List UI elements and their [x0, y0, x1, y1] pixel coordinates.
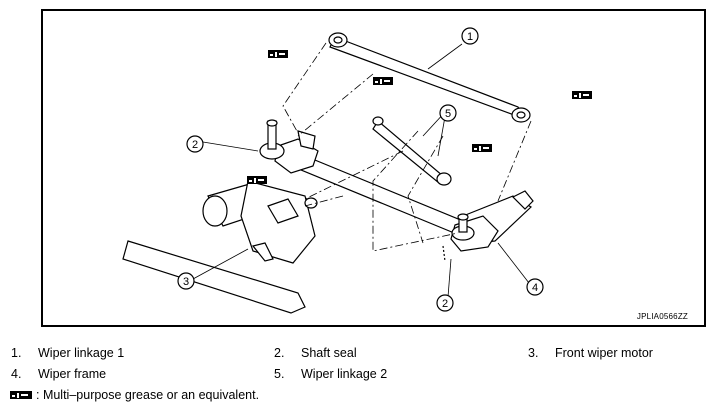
callout-2-left: 2: [186, 135, 204, 153]
legend-number: 2.: [274, 346, 285, 360]
callout-5: 5: [439, 104, 457, 122]
callout-3: 3: [177, 272, 195, 290]
legend-item-1: 1. Wiper linkage 1: [11, 346, 124, 360]
legend-label: Wiper frame: [38, 367, 107, 381]
legend-label: Wiper linkage 1: [38, 346, 125, 360]
legend-number: 1.: [11, 346, 22, 360]
legend-label: Shaft seal: [301, 346, 357, 360]
legend-label: Wiper linkage 2: [301, 367, 388, 381]
svg-text:4: 4: [532, 282, 538, 294]
legend-item-4: 4. Wiper frame: [11, 367, 106, 381]
wiper-linkage-2: [372, 116, 452, 186]
reference-lines: [282, 42, 532, 252]
legend-number: 5.: [274, 367, 285, 381]
legend-number: 4.: [11, 367, 22, 381]
legend-label: Front wiper motor: [555, 346, 653, 360]
right-pivot: [442, 213, 499, 262]
front-wiper-motor: [202, 180, 318, 264]
svg-text:5: 5: [445, 108, 451, 120]
svg-text:2: 2: [442, 298, 448, 310]
grease-note: : Multi–purpose grease or an equivalent.: [10, 388, 259, 402]
legend-item-5: 5. Wiper linkage 2: [274, 367, 387, 381]
svg-text:1: 1: [467, 31, 473, 43]
legend-item-3: 3. Front wiper motor: [528, 346, 653, 360]
wiper-assembly-diagram: 1 2 3 4 5 2: [122, 27, 592, 314]
diagram-frame: 1 2 3 4 5 2 JPLIA0566ZZ: [41, 9, 706, 327]
svg-text:2: 2: [192, 139, 198, 151]
wiper-linkage-1: [328, 32, 531, 123]
callout-1: 1: [461, 27, 479, 45]
grease-symbol-icon: [10, 391, 32, 399]
leader-lines: [192, 43, 530, 298]
callout-4: 4: [526, 278, 544, 296]
grease-note-text: : Multi–purpose grease or an equivalent.: [36, 388, 260, 402]
svg-text:3: 3: [183, 276, 189, 288]
figure-code: JPLIA0566ZZ: [636, 312, 688, 321]
legend-item-2: 2. Shaft seal: [274, 346, 357, 360]
left-pivot: [259, 119, 319, 174]
wiper-frame: [122, 150, 534, 314]
legend-number: 3.: [528, 346, 539, 360]
callout-2-right: 2: [436, 294, 454, 312]
